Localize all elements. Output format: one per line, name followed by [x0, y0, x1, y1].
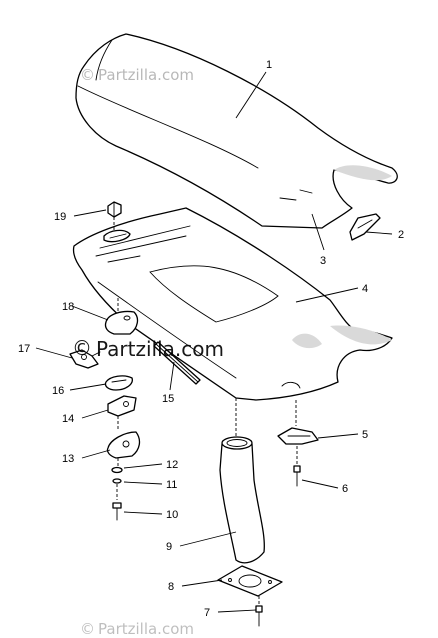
callout-1: 1: [266, 59, 272, 71]
svg-text:Partzilla.com: Partzilla.com: [96, 337, 224, 361]
screw-7-part[interactable]: [255, 596, 263, 627]
spacer-part[interactable]: [104, 375, 133, 391]
leader-lines: [35, 71, 393, 613]
svg-text:Partzilla.com: Partzilla.com: [98, 66, 194, 84]
svg-text:Partzilla.com: Partzilla.com: [98, 620, 194, 638]
bracket-18-part[interactable]: [104, 298, 139, 335]
callout-14: 14: [62, 413, 74, 425]
watermark-top: © Partzilla.com: [80, 66, 194, 84]
callout-11: 11: [166, 479, 177, 491]
rod-part[interactable]: [153, 341, 201, 385]
callout-9: 9: [166, 541, 172, 553]
gasket-plate-part[interactable]: [217, 565, 283, 597]
seat-part[interactable]: [75, 33, 398, 229]
svg-text:©: ©: [80, 620, 95, 638]
screw-6-part[interactable]: [293, 446, 301, 487]
callout-17: 17: [18, 343, 30, 355]
callout-15: 15: [162, 393, 174, 405]
callout-12: 12: [166, 459, 178, 471]
callout-5: 5: [362, 429, 368, 441]
washer-11-part[interactable]: [112, 478, 122, 500]
seat-base-part[interactable]: [72, 207, 393, 401]
callout-10: 10: [166, 509, 178, 521]
callout-13: 13: [62, 453, 74, 465]
callout-8: 8: [168, 581, 174, 593]
hinge-plate-part[interactable]: [107, 395, 137, 417]
bolt-10-part[interactable]: [112, 502, 122, 521]
callout-3: 3: [320, 255, 326, 267]
latch-part[interactable]: [69, 349, 101, 369]
callout-7: 7: [204, 607, 210, 619]
callout-4: 4: [362, 283, 368, 295]
callout-18: 18: [62, 301, 74, 313]
callout-19: 19: [54, 211, 66, 223]
watermark-bottom: © Partzilla.com: [80, 620, 194, 638]
svg-text:©: ©: [80, 66, 95, 84]
air-duct-part[interactable]: [219, 398, 265, 564]
watermark-middle: © Partzilla.com: [72, 336, 224, 361]
callout-labels: 1 2 3 4 5 6 7 8 9 10 11 12 13 14 15 16 1…: [18, 59, 404, 619]
callout-2: 2: [398, 229, 404, 241]
svg-text:©: ©: [72, 336, 92, 360]
nut-part[interactable]: [107, 201, 122, 232]
seat-clip-part[interactable]: [349, 213, 381, 241]
hinge-bracket-part[interactable]: [106, 416, 141, 466]
mount-bracket-part[interactable]: [277, 400, 319, 445]
callout-6: 6: [342, 483, 348, 495]
callout-16: 16: [52, 385, 64, 397]
washer-12-part[interactable]: [111, 466, 123, 474]
